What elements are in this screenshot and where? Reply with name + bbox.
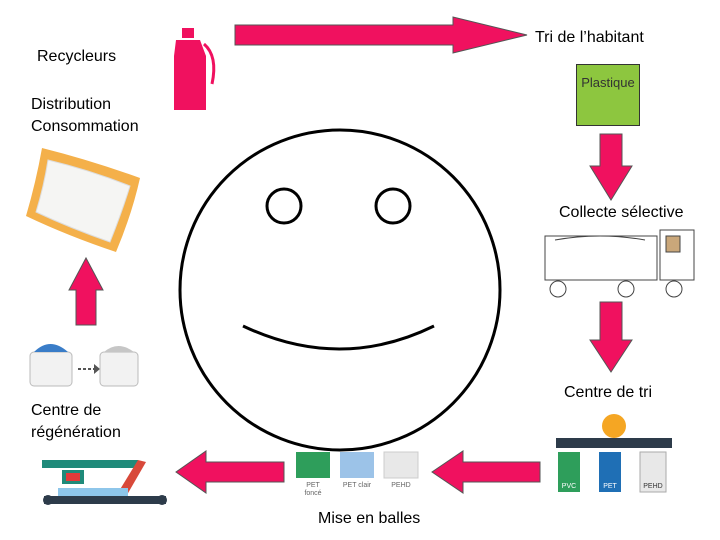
label-plastique: Plastique bbox=[581, 75, 635, 90]
label-mise-en-balles: Mise en balles bbox=[318, 510, 421, 527]
arrow-left-2 bbox=[175, 450, 285, 494]
arrow-down-2 bbox=[589, 301, 633, 373]
bale-label-pet-fonce: PET foncé bbox=[304, 482, 322, 497]
bale-pet-fonce bbox=[296, 452, 330, 478]
regeneration-machine-icon bbox=[42, 460, 167, 505]
arrow-up-left bbox=[68, 256, 104, 326]
bin-label-pet: PET bbox=[603, 483, 617, 490]
label-distribution: Distribution bbox=[31, 96, 112, 113]
smiley-mouth bbox=[242, 324, 435, 351]
label-tri-habitant: Tri de l’habitant bbox=[535, 29, 644, 46]
bale-pet-clair bbox=[340, 452, 374, 478]
plastique-box: Plastique bbox=[576, 64, 640, 126]
label-recycleurs: Recycleurs bbox=[37, 48, 117, 65]
smiley-right-eye bbox=[374, 187, 412, 225]
label-collecte: Collecte sélective bbox=[559, 204, 684, 221]
label-centre-de: Centre de bbox=[31, 402, 102, 419]
bale-label-pet-clair: PET clair bbox=[342, 482, 372, 489]
bale-label-pehd: PEHD bbox=[391, 482, 411, 489]
arrow-top-right bbox=[234, 16, 528, 54]
label-consommation: Consommation bbox=[31, 118, 139, 135]
smiley-outline bbox=[178, 128, 502, 452]
sorting-center-icon bbox=[556, 414, 672, 493]
bin-label-pvc: PVC bbox=[561, 483, 577, 490]
pillow-bag-icon bbox=[26, 148, 140, 252]
bale-pehd bbox=[383, 451, 419, 479]
regeneration-bags-icon bbox=[29, 344, 139, 387]
label-regeneration: régénération bbox=[31, 424, 121, 441]
bottle-icon bbox=[174, 28, 216, 110]
smiley-left-eye bbox=[265, 187, 303, 225]
bales-icon bbox=[296, 451, 419, 479]
label-centre-tri: Centre de tri bbox=[564, 384, 653, 401]
smiley-face bbox=[178, 128, 502, 452]
arrow-left-1 bbox=[431, 450, 541, 494]
arrow-down-1 bbox=[589, 133, 633, 201]
truck-icon bbox=[544, 229, 695, 298]
bin-label-pehd: PEHD bbox=[643, 483, 663, 490]
